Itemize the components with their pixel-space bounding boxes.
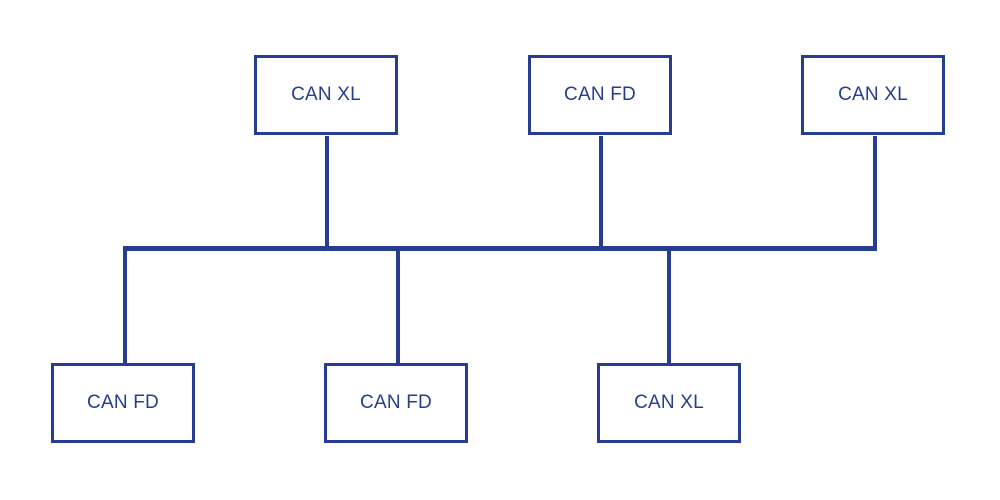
node-top-3: CAN XL — [801, 55, 945, 135]
stub-top-2 — [599, 136, 603, 248]
node-top-1: CAN XL — [254, 55, 398, 135]
stub-top-1 — [325, 136, 329, 248]
node-label: CAN FD — [564, 84, 636, 105]
node-bottom-3: CAN XL — [597, 363, 741, 443]
node-label: CAN XL — [838, 84, 908, 105]
stub-bottom-3 — [667, 248, 671, 364]
node-label: CAN XL — [634, 392, 704, 413]
node-bottom-2: CAN FD — [324, 363, 468, 443]
node-top-2: CAN FD — [528, 55, 672, 135]
stub-bottom-2 — [396, 248, 400, 364]
node-label: CAN FD — [87, 392, 159, 413]
stub-top-3 — [873, 136, 877, 248]
node-label: CAN XL — [291, 84, 361, 105]
node-label: CAN FD — [360, 392, 432, 413]
stub-bottom-1 — [123, 248, 127, 364]
bus-line — [123, 246, 877, 251]
node-bottom-1: CAN FD — [51, 363, 195, 443]
